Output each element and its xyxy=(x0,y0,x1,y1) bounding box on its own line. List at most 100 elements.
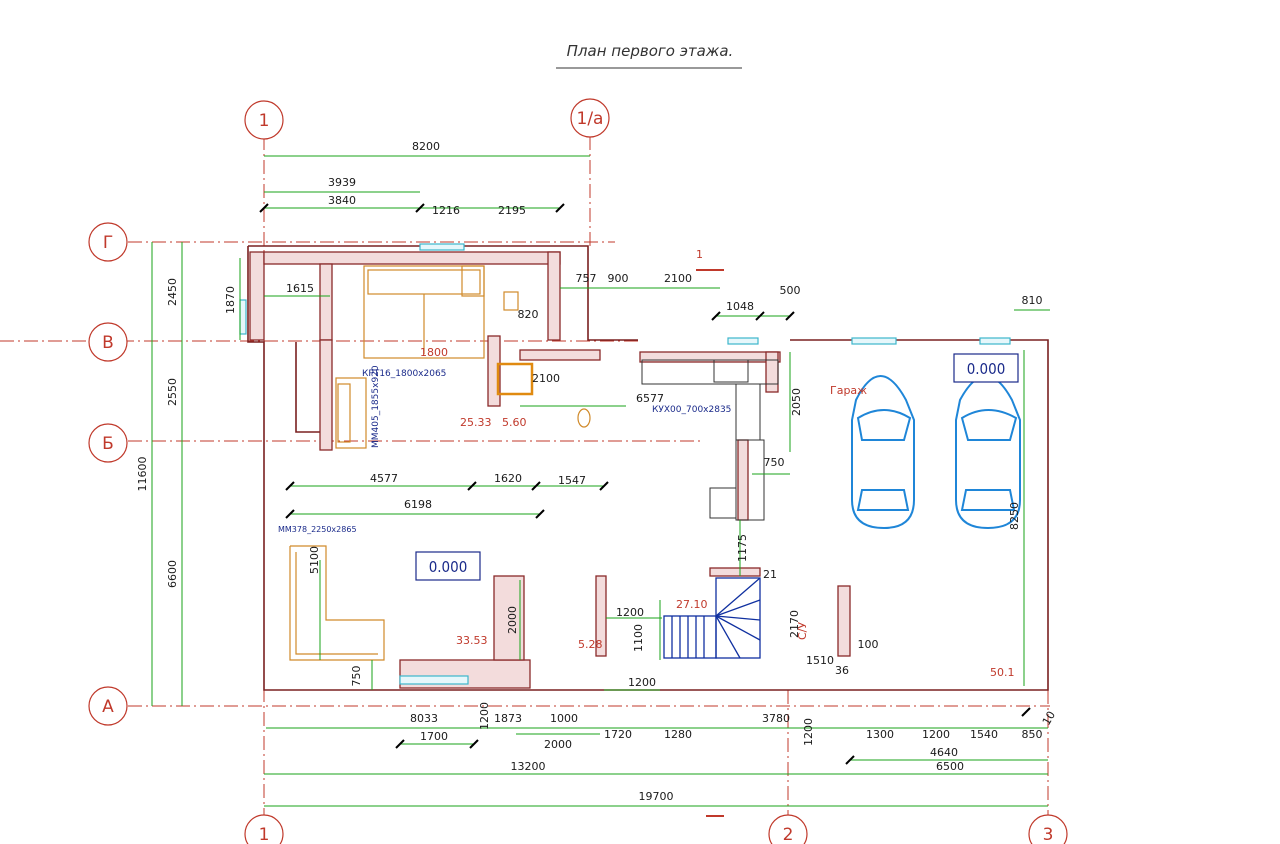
boiler xyxy=(503,291,519,311)
axis-bubble-2-bottom: 2 xyxy=(768,814,808,844)
svg-text:5100: 5100 xyxy=(308,546,321,574)
dimension-texts: 8200 3939 3840 1216 2195 757 900 2100 10… xyxy=(136,140,1058,803)
svg-text:1720: 1720 xyxy=(604,728,632,741)
svg-text:1280: 1280 xyxy=(664,728,692,741)
svg-text:3840: 3840 xyxy=(328,194,356,207)
svg-text:850: 850 xyxy=(1022,728,1043,741)
svg-text:2100: 2100 xyxy=(664,272,692,285)
building-outline xyxy=(247,245,1049,691)
car-left xyxy=(851,375,915,530)
svg-text:750: 750 xyxy=(350,666,363,687)
svg-text:1200: 1200 xyxy=(802,718,815,746)
svg-text:900: 900 xyxy=(608,272,629,285)
svg-text:4577: 4577 xyxy=(370,472,398,485)
bed-label: КРТ16_1800x2065 xyxy=(362,369,446,379)
svg-text:1200: 1200 xyxy=(628,676,656,689)
svg-text:1048: 1048 xyxy=(726,300,754,313)
area-0: 25.33 xyxy=(460,416,492,429)
svg-text:1000: 1000 xyxy=(550,712,578,725)
axis-bubble-g: Г xyxy=(88,222,128,262)
bed-furniture xyxy=(363,265,485,359)
svg-text:8033: 8033 xyxy=(410,712,438,725)
axis-bubble-v: В xyxy=(88,322,128,362)
svg-text:3780: 3780 xyxy=(762,712,790,725)
svg-text:500: 500 xyxy=(780,284,801,297)
room-wc: С/У xyxy=(796,622,809,640)
svg-text:3939: 3939 xyxy=(328,176,356,189)
axis-bubble-1a-top: 1/a xyxy=(570,98,610,138)
plan-title: План первого этажа. xyxy=(567,42,734,60)
svg-text:6600: 6600 xyxy=(166,560,179,588)
svg-text:2050: 2050 xyxy=(790,388,803,416)
svg-text:2450: 2450 xyxy=(166,278,179,306)
area-3: 5.28 xyxy=(578,638,603,651)
svg-text:1510: 1510 xyxy=(806,654,834,667)
shower-tray xyxy=(496,362,534,396)
svg-text:2000: 2000 xyxy=(506,606,519,634)
room-garage: Гараж xyxy=(830,384,867,397)
axis-bubble-b: Б xyxy=(88,423,128,463)
toilet xyxy=(577,408,591,428)
svg-text:1547: 1547 xyxy=(558,474,586,487)
svg-text:В: В xyxy=(102,333,114,353)
area-2: 33.53 xyxy=(456,634,488,647)
svg-text:1216: 1216 xyxy=(432,204,460,217)
svg-text:810: 810 xyxy=(1022,294,1043,307)
axis-bubble-1-top: 1 xyxy=(244,100,284,140)
svg-text:100: 100 xyxy=(858,638,879,651)
dimension-ticks xyxy=(259,203,1031,765)
svg-text:820: 820 xyxy=(518,308,539,321)
level-box-garage xyxy=(953,353,1019,383)
svg-text:21: 21 xyxy=(763,568,777,581)
kitchen-furniture xyxy=(641,359,779,521)
svg-text:13200: 13200 xyxy=(511,760,546,773)
svg-text:1540: 1540 xyxy=(970,728,998,741)
area-4: 27.10 xyxy=(676,598,708,611)
svg-text:1: 1 xyxy=(259,111,270,131)
small-sofa xyxy=(335,377,367,449)
dimension-lines xyxy=(151,155,1050,807)
level-living: 0.000 xyxy=(429,558,468,576)
svg-text:1300: 1300 xyxy=(866,728,894,741)
corner-sofa-label: ММ378_2250x2865 xyxy=(278,525,357,534)
axis-bubble-1-bottom: 1 xyxy=(244,814,284,844)
svg-text:2550: 2550 xyxy=(166,378,179,406)
svg-text:36: 36 xyxy=(835,664,849,677)
svg-text:19700: 19700 xyxy=(639,790,674,803)
area-5: 50.1 xyxy=(990,666,1015,679)
svg-text:1620: 1620 xyxy=(494,472,522,485)
svg-text:А: А xyxy=(102,697,114,717)
svg-text:1700: 1700 xyxy=(420,730,448,743)
svg-text:Б: Б xyxy=(102,434,114,454)
svg-text:6198: 6198 xyxy=(404,498,432,511)
svg-text:2170: 2170 xyxy=(788,610,801,638)
svg-text:2: 2 xyxy=(783,825,794,844)
level-garage: 0.000 xyxy=(967,360,1006,378)
svg-text:6500: 6500 xyxy=(936,760,964,773)
svg-text:1200: 1200 xyxy=(478,702,491,730)
svg-text:1615: 1615 xyxy=(286,282,314,295)
svg-text:1873: 1873 xyxy=(494,712,522,725)
svg-text:750: 750 xyxy=(764,456,785,469)
small-sofa-label: ММ405_1855x920 xyxy=(371,365,381,448)
svg-text:1200: 1200 xyxy=(616,606,644,619)
svg-text:Г: Г xyxy=(103,233,113,253)
svg-text:2195: 2195 xyxy=(498,204,526,217)
corner-sofa xyxy=(289,545,385,661)
svg-text:1175: 1175 xyxy=(736,534,749,562)
svg-text:757: 757 xyxy=(576,272,597,285)
kitchen-label: КУХ00_700x2835 xyxy=(652,405,731,415)
svg-text:2000: 2000 xyxy=(544,738,572,751)
svg-text:3: 3 xyxy=(1043,825,1054,844)
bed-dim: 1800 xyxy=(420,346,448,359)
svg-text:10: 10 xyxy=(1040,709,1058,728)
svg-text:6577: 6577 xyxy=(636,392,664,405)
svg-text:1100: 1100 xyxy=(632,624,645,652)
svg-text:1/a: 1/a xyxy=(577,109,604,129)
svg-text:4640: 4640 xyxy=(930,746,958,759)
svg-text:2100: 2100 xyxy=(532,372,560,385)
svg-text:8200: 8200 xyxy=(412,140,440,153)
stairs xyxy=(663,577,761,659)
section-mark: 1 xyxy=(696,248,703,261)
